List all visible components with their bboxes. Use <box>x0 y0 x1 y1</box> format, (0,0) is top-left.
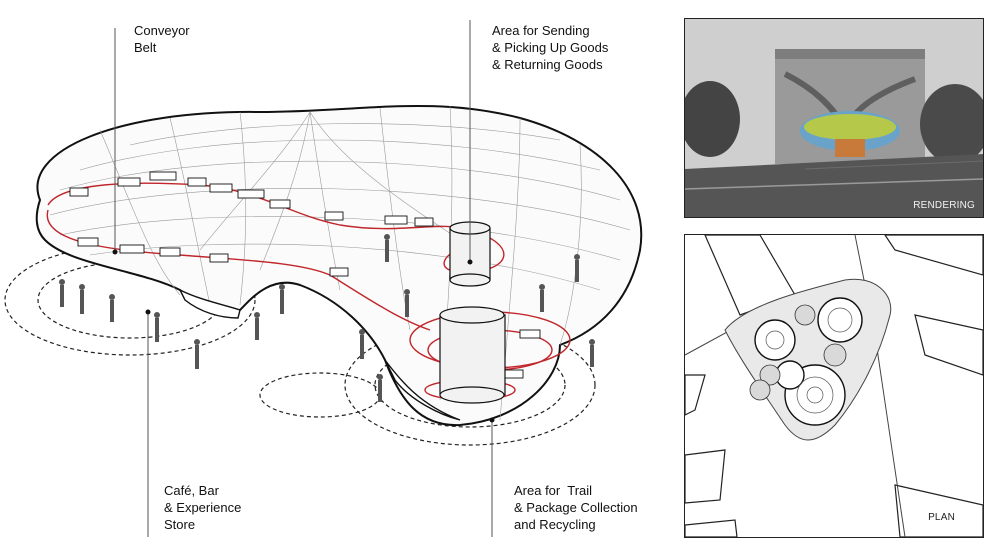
belt-boxes <box>69 171 541 379</box>
rendering-label: RENDERING <box>913 200 975 211</box>
leader-lines <box>114 20 493 537</box>
trail-marker <box>489 417 495 423</box>
rendering-photo <box>685 19 983 217</box>
pickup-cylinders <box>439 221 506 404</box>
cafe-marker <box>145 309 151 315</box>
conveyor-marker <box>112 249 118 255</box>
pavilion-axonometric <box>4 20 643 537</box>
label-cafe-bar: Café, Bar & Experience Store <box>164 483 242 532</box>
plan-trees <box>749 304 847 401</box>
canopy-shell <box>35 104 643 427</box>
people-figures <box>59 234 595 402</box>
label-trail-area: Area for Trail & Package Collection and … <box>514 483 638 532</box>
rendering-panel: RENDERING <box>684 18 984 218</box>
sending-marker <box>467 259 473 265</box>
site-plan <box>685 235 983 537</box>
label-conveyor-belt: Conveyor Belt <box>134 23 190 55</box>
label-sending-area: Area for Sending & Picking Up Goods & Re… <box>492 23 609 72</box>
plan-lobes <box>754 297 863 426</box>
plan-label: PLAN <box>928 512 955 523</box>
plan-panel: PLAN <box>684 234 984 538</box>
